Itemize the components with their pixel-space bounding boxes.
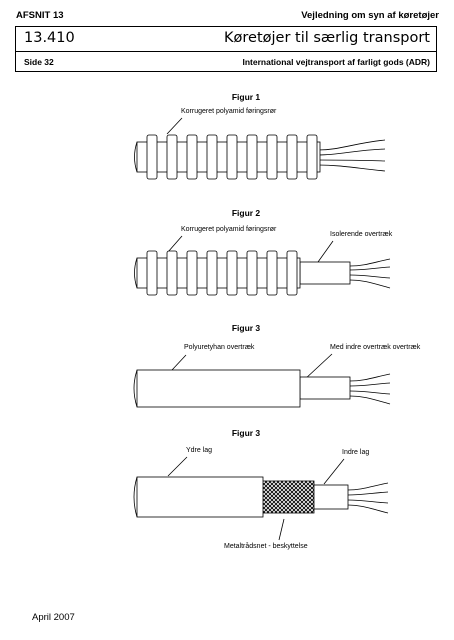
figure-3-label-outer-sheath: Polyuretyhan overtræk bbox=[184, 344, 255, 351]
figure-1-cable-drawing bbox=[134, 117, 386, 180]
figure-1-label-conduit: Korrugeret polyamid føringsrør bbox=[181, 108, 277, 115]
figure-4-title: Figur 3 bbox=[231, 428, 261, 438]
section-subtitle: International vejtransport af farligt go… bbox=[242, 57, 431, 67]
figure-3-label-inner-sheath: Med indre overtræk overtræk bbox=[330, 344, 421, 351]
figure-4-label-wire-mesh: Metaltrådsnet - beskyttelse bbox=[224, 543, 308, 550]
figure-4-cable-drawing bbox=[133, 456, 389, 541]
title-box bbox=[15, 26, 437, 72]
figure-4-label-inner-layer: Indre lag bbox=[342, 449, 370, 456]
section-number: 13.410 bbox=[24, 30, 75, 46]
figure-1-title: Figur 1 bbox=[231, 92, 261, 102]
figure-2-label-conduit: Korrugeret polyamid føringsrør bbox=[181, 226, 277, 233]
section-title: Køretøjer til særlig transport bbox=[224, 30, 430, 46]
figure-4-label-outer-layer: Ydre lag bbox=[186, 447, 213, 454]
figure-2-label-insulation: Isolerende overtræk bbox=[330, 231, 393, 238]
figure-2-cable-drawing bbox=[134, 235, 391, 296]
figure-3-cable-drawing bbox=[133, 353, 391, 408]
figure-3-title: Figur 3 bbox=[231, 323, 261, 333]
footer-date: April 2007 bbox=[32, 612, 75, 623]
section-label: AFSNIT 13 bbox=[16, 10, 64, 21]
guide-title: Vejledning om syn af køretøjer bbox=[301, 10, 439, 21]
page-number: Side 32 bbox=[24, 57, 54, 67]
figure-2-title: Figur 2 bbox=[231, 208, 261, 218]
title-box-divider bbox=[15, 51, 437, 52]
